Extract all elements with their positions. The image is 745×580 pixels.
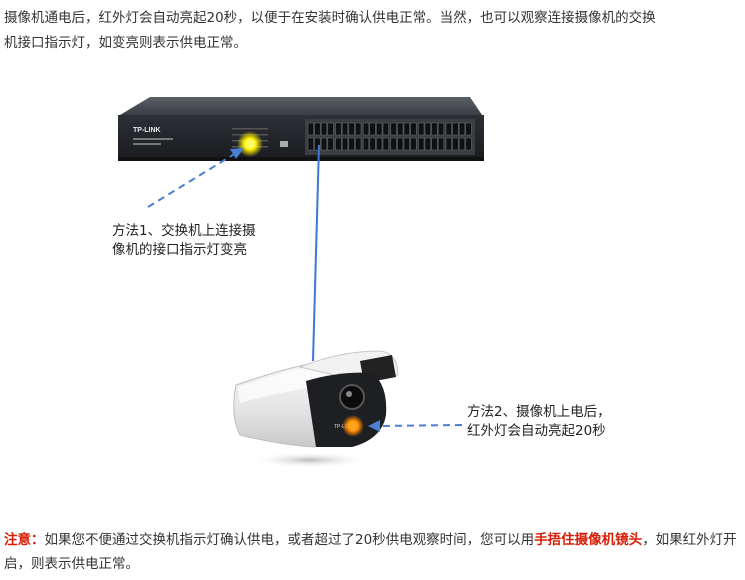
switch-brand-label: TP-LINK	[133, 127, 161, 134]
switch-port	[397, 138, 403, 150]
switch-ports	[305, 119, 475, 155]
intro-paragraph: 摄像机通电后，红外灯会自动亮起20秒，以便于在安装时确认供电正常。当然，也可以观…	[4, 6, 739, 56]
note-text-a: 如果您不便通过交换机指示灯确认供电，或者超过了20秒供电观察时间，您可以用	[45, 532, 535, 548]
switch-port	[363, 138, 369, 150]
method2-caption: 方法2、摄像机上电后， 红外灯会自动亮起20秒	[467, 403, 647, 441]
switch-port	[370, 123, 376, 135]
switch-port	[446, 138, 452, 150]
switch-port	[376, 123, 382, 135]
switch-port	[411, 123, 417, 135]
illustration-drawing: TP-LINK	[0, 85, 745, 505]
switch-port	[438, 123, 444, 135]
switch-port	[391, 123, 397, 135]
note-label: 注意：	[4, 532, 45, 548]
network-cable	[313, 145, 319, 361]
switch-port	[363, 123, 369, 135]
note-paragraph: 注意：如果您不便通过交换机指示灯确认供电，或者超过了20秒供电观察时间，您可以用…	[4, 528, 742, 576]
switch-port	[308, 138, 314, 150]
switch-port	[328, 138, 334, 150]
switch-port	[315, 123, 321, 135]
illustration: TP-LINK	[0, 85, 745, 505]
switch-port	[321, 123, 327, 135]
switch-port	[383, 138, 389, 150]
switch-port	[404, 123, 410, 135]
switch-port	[466, 123, 472, 135]
switch-port	[355, 123, 361, 135]
intro-line-2: 机接口指示灯，如变亮则表示供电正常。	[4, 31, 739, 56]
switch-port	[438, 138, 444, 150]
switch-port	[349, 123, 355, 135]
switch-port	[336, 138, 342, 150]
method1-line1: 方法1、交换机上连接摄	[112, 222, 292, 241]
switch-port	[446, 123, 452, 135]
method1-caption: 方法1、交换机上连接摄 像机的接口指示灯变亮	[112, 222, 292, 260]
switch-port	[418, 123, 424, 135]
intro-line-1: 摄像机通电后，红外灯会自动亮起20秒，以便于在安装时确认供电正常。当然，也可以观…	[4, 6, 739, 31]
switch-port	[342, 123, 348, 135]
switch-port	[342, 138, 348, 150]
switch-port	[349, 138, 355, 150]
method1-line2: 像机的接口指示灯变亮	[112, 241, 292, 260]
switch-port	[432, 138, 438, 150]
switch-port	[466, 138, 472, 150]
switch-port	[459, 138, 465, 150]
switch-port	[425, 138, 431, 150]
note-emphasis: 手捂住摄像机镜头	[534, 532, 642, 548]
switch-port	[418, 138, 424, 150]
switch-port	[404, 138, 410, 150]
switch-port	[383, 123, 389, 135]
switch-port	[355, 138, 361, 150]
switch-port	[432, 123, 438, 135]
switch-port	[376, 138, 382, 150]
switch-port	[411, 138, 417, 150]
method2-line1: 方法2、摄像机上电后，	[467, 403, 647, 422]
switch-port	[328, 123, 334, 135]
security-camera: TP-LINK	[234, 351, 398, 468]
switch-port	[336, 123, 342, 135]
switch-port	[321, 138, 327, 150]
switch-port	[391, 138, 397, 150]
switch-port	[453, 138, 459, 150]
switch-port	[308, 123, 314, 135]
switch-port	[459, 123, 465, 135]
switch-port	[370, 138, 376, 150]
network-switch: TP-LINK	[118, 97, 484, 161]
switch-port	[425, 123, 431, 135]
switch-port	[397, 123, 403, 135]
switch-port	[453, 123, 459, 135]
method2-line2: 红外灯会自动亮起20秒	[467, 422, 647, 441]
